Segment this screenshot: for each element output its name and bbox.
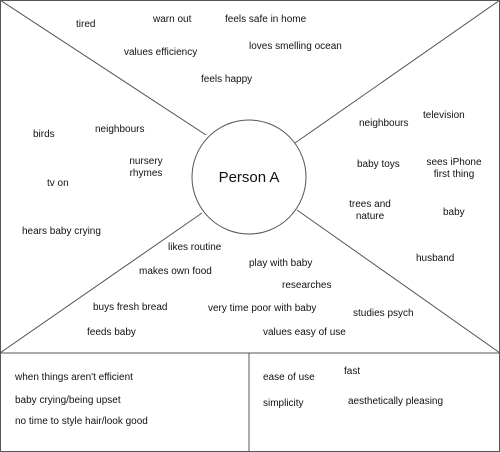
- person-circle: [191, 119, 307, 235]
- note-bottom: researches: [282, 280, 332, 291]
- note-right: neighbours: [359, 118, 409, 129]
- note-bottom: feeds baby: [87, 327, 136, 338]
- gain-item: fast: [344, 366, 361, 377]
- note-top: values efficiency: [124, 47, 198, 58]
- note-bottom: play with baby: [249, 258, 313, 269]
- gain-item: simplicity: [263, 398, 304, 409]
- note-right: husband: [416, 253, 455, 264]
- note-bottom: likes routine: [168, 242, 222, 253]
- note-right: television: [423, 110, 465, 121]
- note-top: feels safe in home: [225, 14, 307, 25]
- note-left: tv on: [47, 178, 69, 189]
- pain-item: when things aren't efficient: [15, 372, 133, 383]
- pain-item: baby crying/being upset: [15, 395, 121, 406]
- note-bottom: studies psych: [353, 308, 414, 319]
- note-left: hears baby crying: [22, 226, 101, 237]
- note-bottom: very time poor with baby: [208, 303, 317, 314]
- divider-diagonal-bottom-left: [0, 212, 203, 354]
- gain-item: aesthetically pleasing: [348, 396, 444, 407]
- divider-diagonal-bottom-right: [296, 209, 500, 354]
- divider-diagonal-top-left: [0, 0, 207, 136]
- note-right: trees and nature: [349, 199, 391, 222]
- note-top: feels happy: [201, 74, 253, 85]
- note-bottom: values easy of use: [263, 327, 346, 338]
- note-right: baby: [443, 207, 465, 218]
- divider-diagonal-top-right: [294, 0, 500, 144]
- note-bottom: buys fresh bread: [93, 302, 168, 313]
- person-label: Person A: [218, 168, 280, 186]
- note-top: tired: [76, 19, 96, 30]
- note-top: warn out: [153, 14, 192, 25]
- note-right: baby toys: [357, 159, 400, 170]
- pain-item: no time to style hair/look good: [15, 416, 148, 427]
- note-left: birds: [33, 129, 55, 140]
- gain-item: ease of use: [263, 372, 315, 383]
- note-left: nursery rhymes: [129, 156, 163, 179]
- note-right: sees iPhone first thing: [426, 157, 482, 180]
- note-bottom: makes own food: [139, 266, 212, 277]
- note-left: neighbours: [95, 124, 145, 135]
- note-top: loves smelling ocean: [249, 41, 342, 52]
